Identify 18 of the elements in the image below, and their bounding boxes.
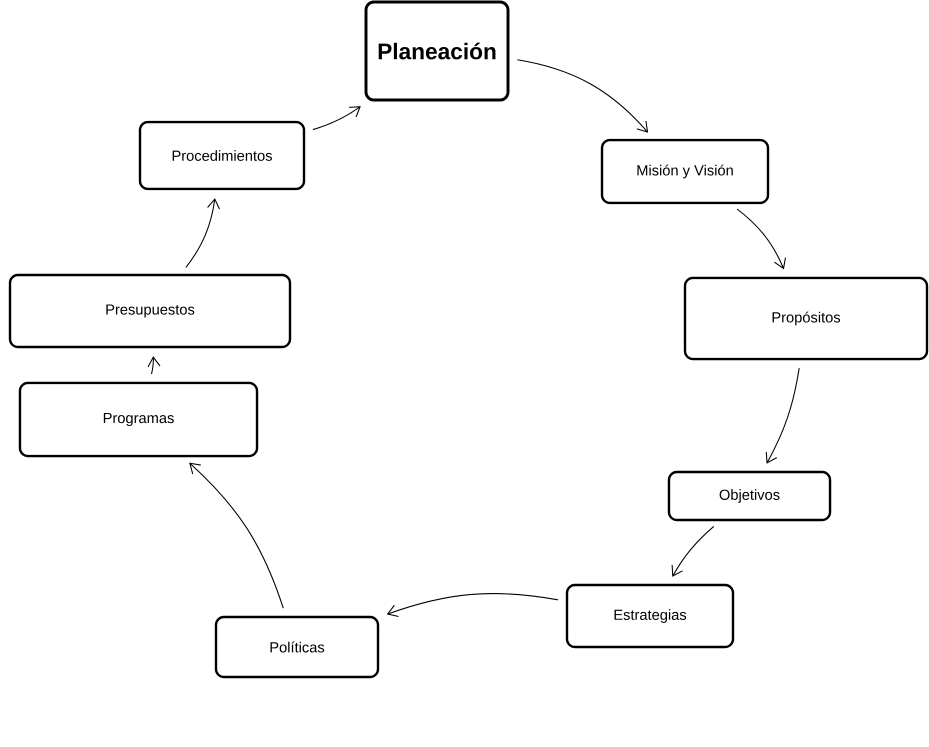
process-box: Políticas	[214, 616, 380, 678]
process-box: Propósitos	[684, 276, 928, 360]
process-box: Programas	[18, 382, 258, 458]
process-box: Objetivos	[668, 470, 832, 522]
arrow	[672, 526, 714, 577]
arrow	[766, 368, 800, 464]
arrow	[148, 356, 160, 374]
arrow	[386, 593, 558, 618]
arrow	[736, 208, 786, 270]
arrow	[517, 59, 648, 133]
arrow	[312, 106, 361, 130]
arrow	[186, 198, 220, 268]
process-box: Presupuestos	[8, 274, 292, 348]
heading-box: Planeación	[364, 0, 510, 102]
process-box: Procedimientos	[138, 120, 306, 190]
arrow	[189, 462, 284, 608]
process-box: Misión y Visión	[600, 138, 770, 204]
process-box: Estrategias	[566, 584, 734, 648]
